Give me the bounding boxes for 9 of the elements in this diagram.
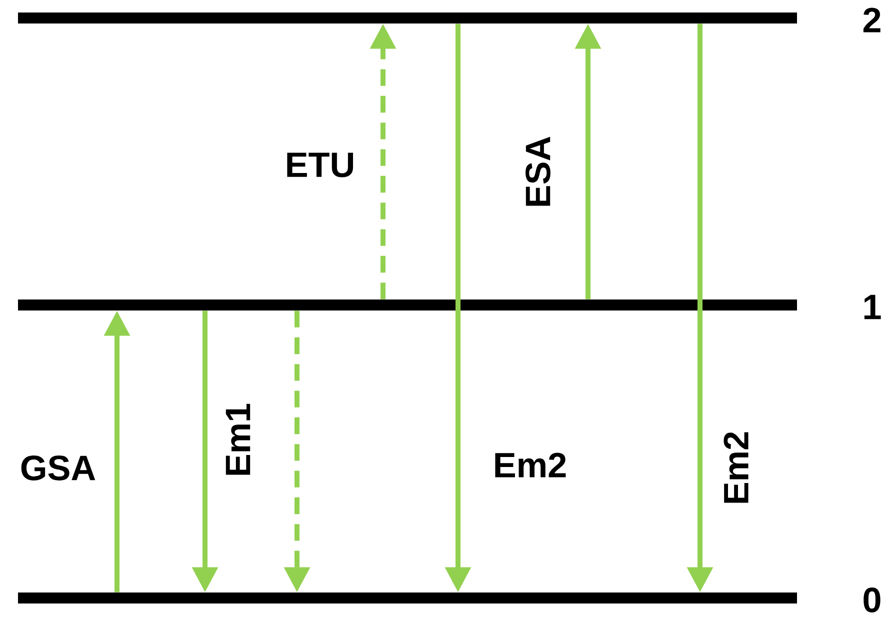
- level-number: 1: [864, 294, 881, 320]
- level-number: 2: [863, 8, 880, 32]
- edge-label: Em2: [724, 432, 748, 503]
- edge-label: GSA: [21, 456, 96, 480]
- edge-label: Em1: [226, 404, 250, 475]
- edge-label: ETU: [287, 152, 354, 178]
- level-number: 0: [864, 588, 880, 612]
- edge-label: Em2: [495, 452, 566, 478]
- edge-label: ESA: [526, 136, 550, 206]
